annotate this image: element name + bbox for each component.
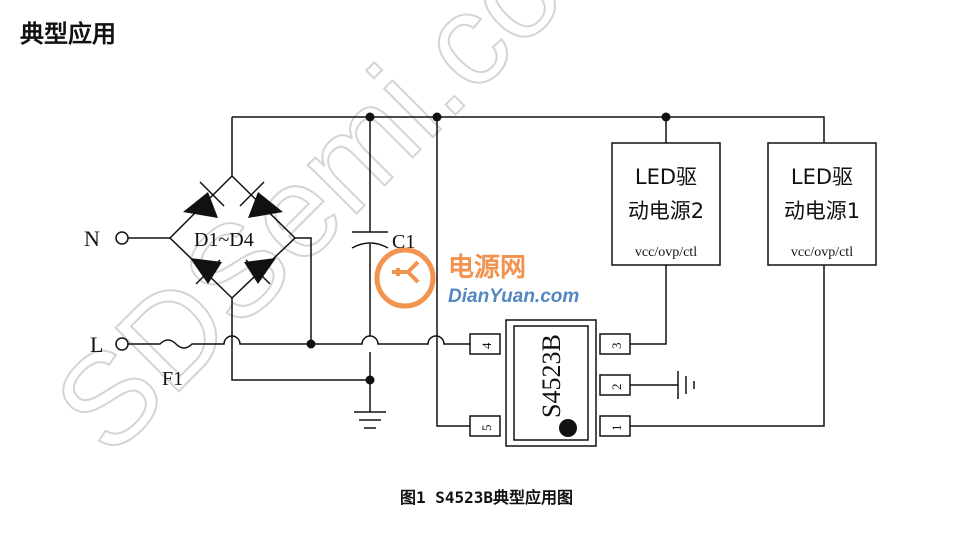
dianyuan-logo: 电源网 DianYuan.com <box>374 247 579 309</box>
pin4-label: 4 <box>479 342 494 349</box>
junction-dot <box>661 112 671 122</box>
pin1-label: 1 <box>609 425 624 432</box>
figure-caption: 图1 S4523B典型应用图 <box>399 488 574 507</box>
driver2-line2: 动电源2 <box>628 199 704 223</box>
driver2-line1: LED驱 <box>635 165 697 189</box>
rail-to-pin5 <box>436 117 470 427</box>
diode-icon <box>190 258 222 284</box>
plug-icon <box>374 247 436 309</box>
chip-label: S4523B <box>537 334 566 418</box>
pin1-marker <box>559 419 577 437</box>
l-wire <box>128 335 470 349</box>
l-terminal-label: L <box>90 332 103 357</box>
junction-dot <box>432 112 442 122</box>
n-terminal <box>115 231 129 245</box>
logo-en: DianYuan.com <box>448 286 579 307</box>
cap-label: C1 <box>392 231 415 253</box>
chip-s4523b: S4523B <box>469 319 631 447</box>
pin1-wire <box>630 265 825 427</box>
cap-plate-bottom <box>351 242 389 249</box>
diode-icon <box>248 192 283 218</box>
bridge-bottom-wire <box>231 298 370 381</box>
junction-dot <box>365 112 375 122</box>
n-terminal-label: N <box>84 226 100 251</box>
pin3-wire <box>630 265 667 345</box>
fuse-label: F1 <box>162 368 183 390</box>
pin3-label: 3 <box>609 343 624 350</box>
driver2-pins: vcc/ovp/ctl <box>635 245 697 260</box>
top-rail <box>232 116 825 143</box>
led-driver-2: LED驱 动电源2 vcc/ovp/ctl <box>611 142 721 266</box>
diode-icon <box>244 258 276 284</box>
bridge-right-wire <box>295 237 312 344</box>
watermark-text: SDSemi.com <box>27 0 667 480</box>
bridge-label: D1~D4 <box>194 229 254 251</box>
pin5-label: 5 <box>479 425 494 432</box>
ground-icon <box>354 411 386 429</box>
logo-cn: 电源网 <box>448 253 526 283</box>
bridge-rectifier <box>168 175 297 300</box>
ground-icon <box>677 371 695 399</box>
diode-icon <box>183 192 218 218</box>
driver1-line2: 动电源1 <box>784 199 860 223</box>
watermark: SDSemi.com <box>26 0 668 481</box>
driver1-pins: vcc/ovp/ctl <box>791 245 853 260</box>
pin2-label: 2 <box>609 384 624 391</box>
led-driver-1: LED驱 动电源1 vcc/ovp/ctl <box>767 142 877 266</box>
section-heading: 典型应用 <box>20 20 116 48</box>
driver1-line1: LED驱 <box>791 165 853 189</box>
